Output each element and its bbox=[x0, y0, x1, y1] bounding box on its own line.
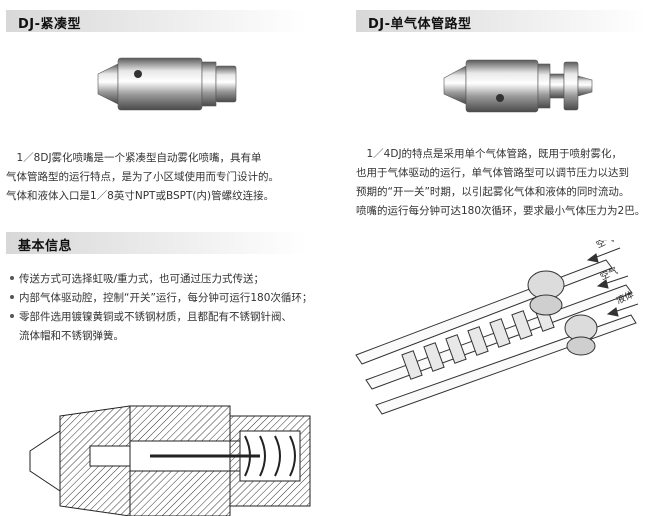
left-product-header: DJ-紧凑型 bbox=[6, 10, 306, 32]
air-label-top: 空气 bbox=[594, 240, 615, 251]
manifold-system-diagram: 空气 空气 液体 bbox=[355, 240, 639, 415]
compact-nozzle-image bbox=[97, 57, 237, 111]
left-product-description: 1／8DJ雾化喷嘴是一个紧凑型自动雾化喷嘴，具有单 气体管路型的运行特点，是为了… bbox=[6, 152, 279, 202]
list-item: 零部件选用镀镍黄铜或不锈钢材质，且都配有不锈钢针阀、 bbox=[10, 308, 312, 327]
list-item: 内部气体驱动腔，控制“开关”运行，每分钟可运行180次循环； bbox=[10, 289, 312, 308]
right-product-description: 1／4DJ的特点是采用单个气体管路，既用于喷射雾化， 也用于气体驱动的运行，单气… bbox=[356, 148, 646, 217]
basic-info-list: 传送方式可选择虹吸/重力式，也可通过压力式传送； 内部气体驱动腔，控制“开关”运… bbox=[10, 270, 312, 346]
nozzle-cross-section-drawing bbox=[29, 405, 311, 516]
bullet-icon bbox=[10, 295, 14, 299]
right-product-header: DJ-单气体管路型 bbox=[356, 10, 646, 32]
list-item: 传送方式可选择虹吸/重力式，也可通过压力式传送； bbox=[10, 270, 312, 289]
single-gas-nozzle-image bbox=[443, 59, 593, 113]
basic-info-header: 基本信息 bbox=[6, 232, 306, 254]
right-product-title: DJ-单气体管路型 bbox=[368, 17, 472, 32]
basic-info-title: 基本信息 bbox=[18, 239, 73, 254]
bullet-icon bbox=[10, 276, 14, 280]
bullet-icon bbox=[10, 314, 14, 318]
left-product-title: DJ-紧凑型 bbox=[18, 17, 82, 32]
list-item-continuation: 流体帽和不锈钢弹簧。 bbox=[19, 330, 124, 342]
